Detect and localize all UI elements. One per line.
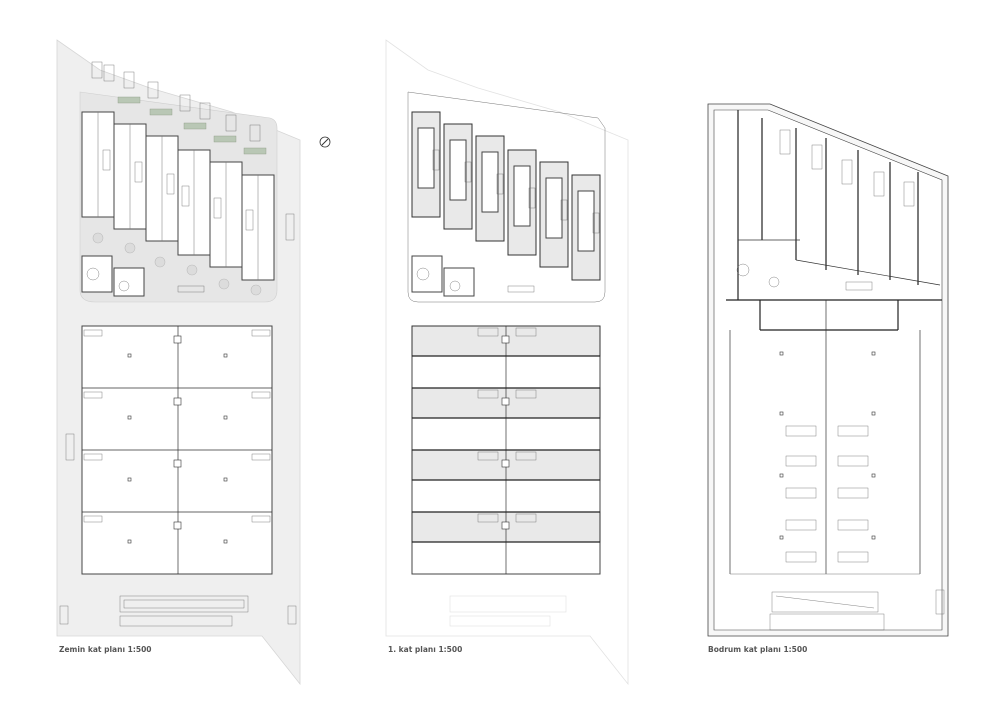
ground-green-patches [117, 96, 267, 155]
first-row-houses [411, 111, 601, 281]
first-floor-plan: 1. kat planı 1:500 [385, 39, 629, 686]
ground-floor-plan: Zemin kat planı 1:500 [56, 39, 301, 686]
basement-upper-rooms [736, 110, 941, 300]
first-commercial-block [411, 325, 601, 575]
basement-parking-hall [726, 299, 942, 575]
ground-ramp [59, 213, 297, 627]
basement-ramp [769, 589, 945, 631]
basement-plan: Bodrum kat planı 1:500 [707, 103, 949, 654]
ground-trees [92, 232, 262, 296]
first-plan-caption: 1. kat planı 1:500 [388, 645, 462, 654]
first-small-blocks [411, 255, 535, 297]
ground-commercial-block [81, 325, 273, 575]
north-arrow-icon [319, 136, 331, 148]
ground-row-houses [81, 111, 275, 281]
ground-plan-caption: Zemin kat planı 1:500 [59, 645, 152, 654]
first-ramp-outline [449, 595, 567, 627]
ground-small-blocks [81, 255, 205, 297]
basement-plan-caption: Bodrum kat planı 1:500 [708, 645, 807, 654]
ground-parking-top [91, 61, 261, 142]
first-courtyard-outline [407, 91, 606, 303]
